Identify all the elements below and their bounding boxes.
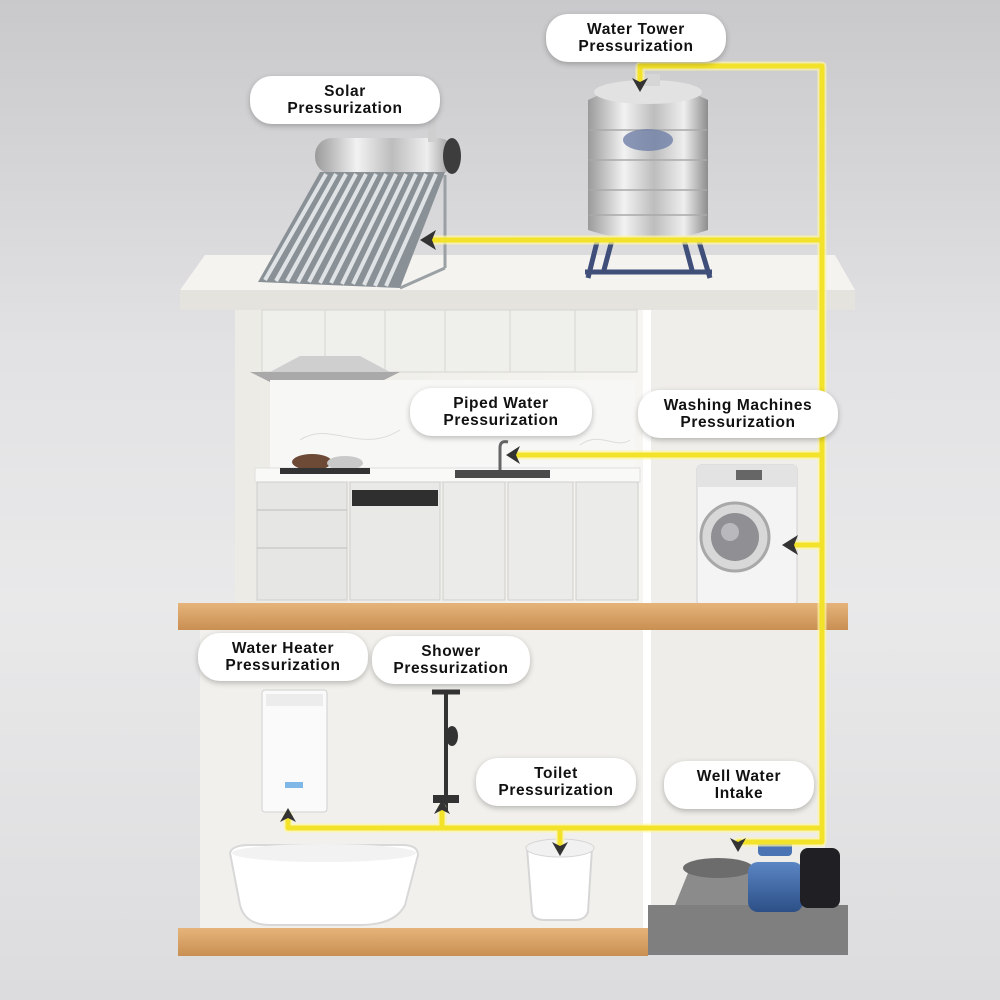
range-hood [250,356,400,382]
label-well-water-line1: Well Water [696,768,782,785]
arrow-to-solar [420,230,436,250]
label-well-water-line2: Intake [714,785,764,802]
bathtub [228,844,420,926]
flow-arrows [280,78,798,856]
kitchen-faucet [498,440,509,470]
label-piped-water: Piped Water Pressurization [410,388,592,436]
label-water-tower: Water Tower Pressurization [546,14,726,62]
ground-stone [648,905,848,955]
arrow-to-shower [434,800,450,814]
arrow-from-pump [730,838,746,852]
label-solar-line1: Solar [324,83,366,100]
arrow-to-washing-machine [782,535,798,555]
water-pump [748,842,840,912]
shower [432,689,460,812]
label-well-water: Well Water Intake [664,761,814,809]
lower-cabinets [256,481,639,601]
label-piped-water-line1: Piped Water [453,395,549,412]
arrow-to-tower [632,78,648,92]
label-water-heater-line2: Pressurization [225,657,341,674]
label-water-tower-line1: Water Tower [587,21,685,38]
water-pipes [283,61,827,853]
label-shower-line2: Pressurization [393,660,509,677]
label-solar-line2: Pressurization [287,100,403,117]
label-shower: Shower Pressurization [372,636,530,684]
countertop [254,440,641,483]
label-piped-water-line2: Pressurization [443,412,559,429]
arrow-to-water-heater [280,808,296,822]
label-washing-machines-line2: Pressurization [680,414,796,431]
dishwasher-panel [352,490,438,506]
well [675,858,760,905]
arrow-to-kitchen-faucet [506,446,520,464]
label-solar: Solar Pressurization [250,76,440,124]
label-shower-line1: Shower [421,643,481,660]
sink [455,470,550,478]
water-heater [261,689,328,813]
floors [178,603,848,956]
arrow-to-toilet [552,842,568,856]
pan [327,456,363,470]
label-washing-machines: Washing Machines Pressurization [638,390,838,438]
water-tower-tank [585,74,713,279]
label-water-tower-line2: Pressurization [578,38,694,55]
label-toilet: Toilet Pressurization [476,758,636,806]
label-water-heater: Water Heater Pressurization [198,633,368,681]
label-toilet-line2: Pressurization [498,782,614,799]
label-water-heater-line1: Water Heater [231,640,335,657]
label-toilet-line1: Toilet [534,765,578,782]
solar-water-heater [258,120,461,290]
label-washing-machines-line1: Washing Machines [663,397,813,414]
washing-machine [696,464,798,606]
pot [292,454,332,470]
